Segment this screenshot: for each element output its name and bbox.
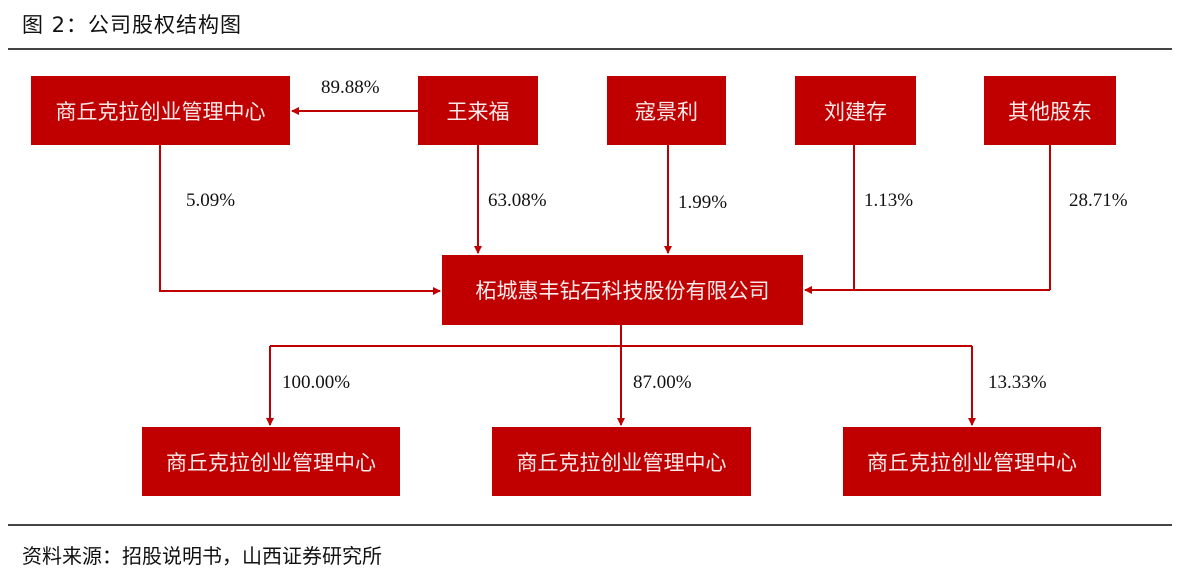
pct-wlf-to-sqkl: 89.88%: [321, 77, 380, 98]
figure-title: 图 2：公司股权结构图: [22, 13, 243, 37]
pct-ljc-to-company: 1.13%: [864, 190, 914, 211]
subsidiary-box-3: 商丘克拉创业管理中心: [843, 427, 1101, 496]
subsidiary-name: 商丘克拉创业管理中心: [516, 450, 727, 475]
shareholder-box-other-shareholders: 其他股东: [984, 76, 1116, 145]
pct-company-to-sub2: 87.00%: [633, 372, 692, 393]
pct-wlf-to-company: 63.08%: [488, 190, 547, 211]
top-divider: [8, 48, 1172, 50]
pct-company-to-sub1: 100.00%: [282, 372, 351, 393]
shareholder-name: 王来福: [446, 99, 510, 124]
subsidiary-box-2: 商丘克拉创业管理中心: [492, 427, 751, 496]
company-box: 柘城惠丰钻石科技股份有限公司: [442, 255, 803, 325]
subsidiary-name: 商丘克拉创业管理中心: [166, 450, 376, 475]
bottom-divider: [8, 524, 1172, 526]
shareholder-box-liu-jiancun: 刘建存: [795, 76, 916, 145]
shareholder-name: 刘建存: [824, 99, 887, 124]
pct-kjl-to-company: 1.99%: [678, 192, 728, 213]
shareholder-name: 其他股东: [1008, 99, 1092, 124]
subsidiary-name: 商丘克拉创业管理中心: [867, 450, 1077, 475]
shareholder-box-kou-jingli: 寇景利: [607, 76, 726, 145]
source-note: 资料来源：招股说明书，山西证券研究所: [22, 544, 382, 568]
pct-company-to-sub3: 13.33%: [988, 372, 1047, 393]
shareholder-box-wang-laifu: 王来福: [418, 76, 538, 145]
subsidiary-box-1: 商丘克拉创业管理中心: [142, 427, 400, 496]
shareholder-name: 寇景利: [635, 99, 698, 124]
pct-qtgd-to-company: 28.71%: [1069, 190, 1128, 211]
company-name: 柘城惠丰钻石科技股份有限公司: [475, 279, 770, 303]
pct-sqkl-to-company: 5.09%: [186, 190, 236, 211]
shareholder-name: 商丘克拉创业管理中心: [55, 99, 266, 124]
shareholder-box-shangqiu-kela: 商丘克拉创业管理中心: [31, 76, 290, 145]
